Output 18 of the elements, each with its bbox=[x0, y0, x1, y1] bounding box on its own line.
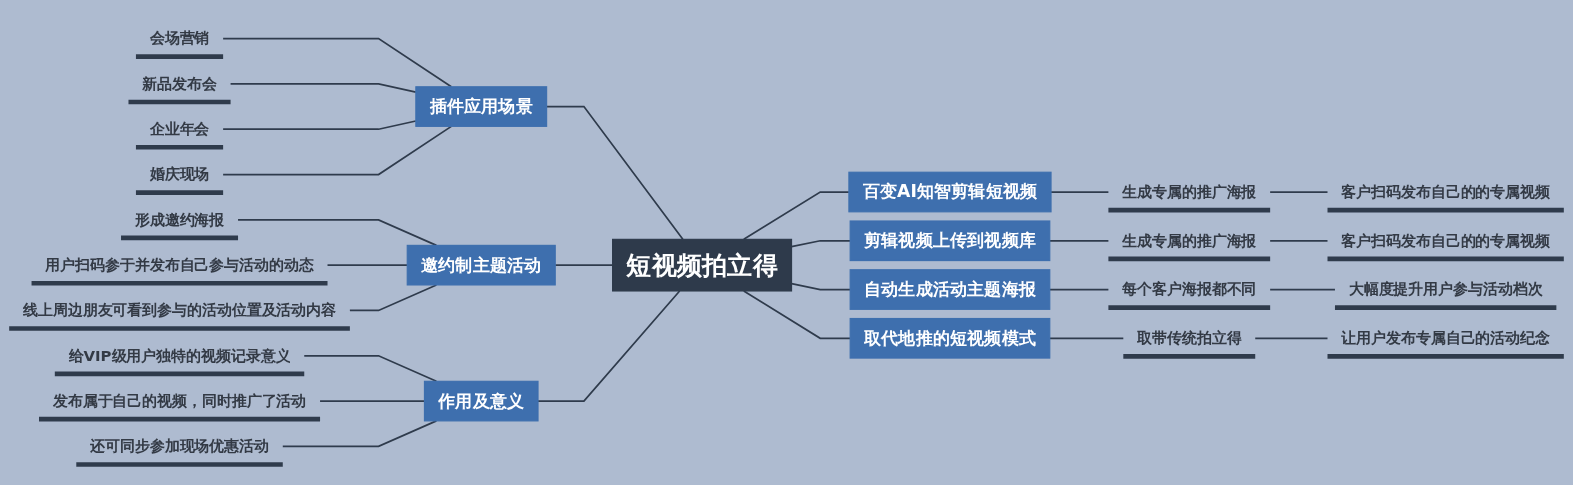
node-box: 作用及意义 bbox=[423, 380, 539, 422]
connector bbox=[281, 420, 438, 448]
node-box: 剪辑视频上传到视频库 bbox=[849, 220, 1051, 262]
connector bbox=[1269, 288, 1336, 291]
node-box: 百变AI知智剪辑短视频 bbox=[848, 171, 1052, 213]
connector bbox=[1269, 191, 1329, 193]
node-box: 邀约制主题活动 bbox=[406, 244, 556, 286]
connector bbox=[1254, 337, 1329, 340]
node-box: 插件应用场景 bbox=[415, 86, 548, 127]
connector bbox=[1269, 239, 1329, 242]
node-box: 自动生成活动主题海报 bbox=[849, 269, 1051, 310]
connector bbox=[222, 125, 453, 176]
connector bbox=[237, 219, 438, 247]
connector bbox=[303, 354, 438, 383]
node-box: 短视频拍立得 bbox=[612, 238, 793, 292]
node-box: 取代地推的短视频模式 bbox=[849, 317, 1051, 359]
connector bbox=[349, 284, 438, 312]
connector bbox=[222, 37, 453, 88]
